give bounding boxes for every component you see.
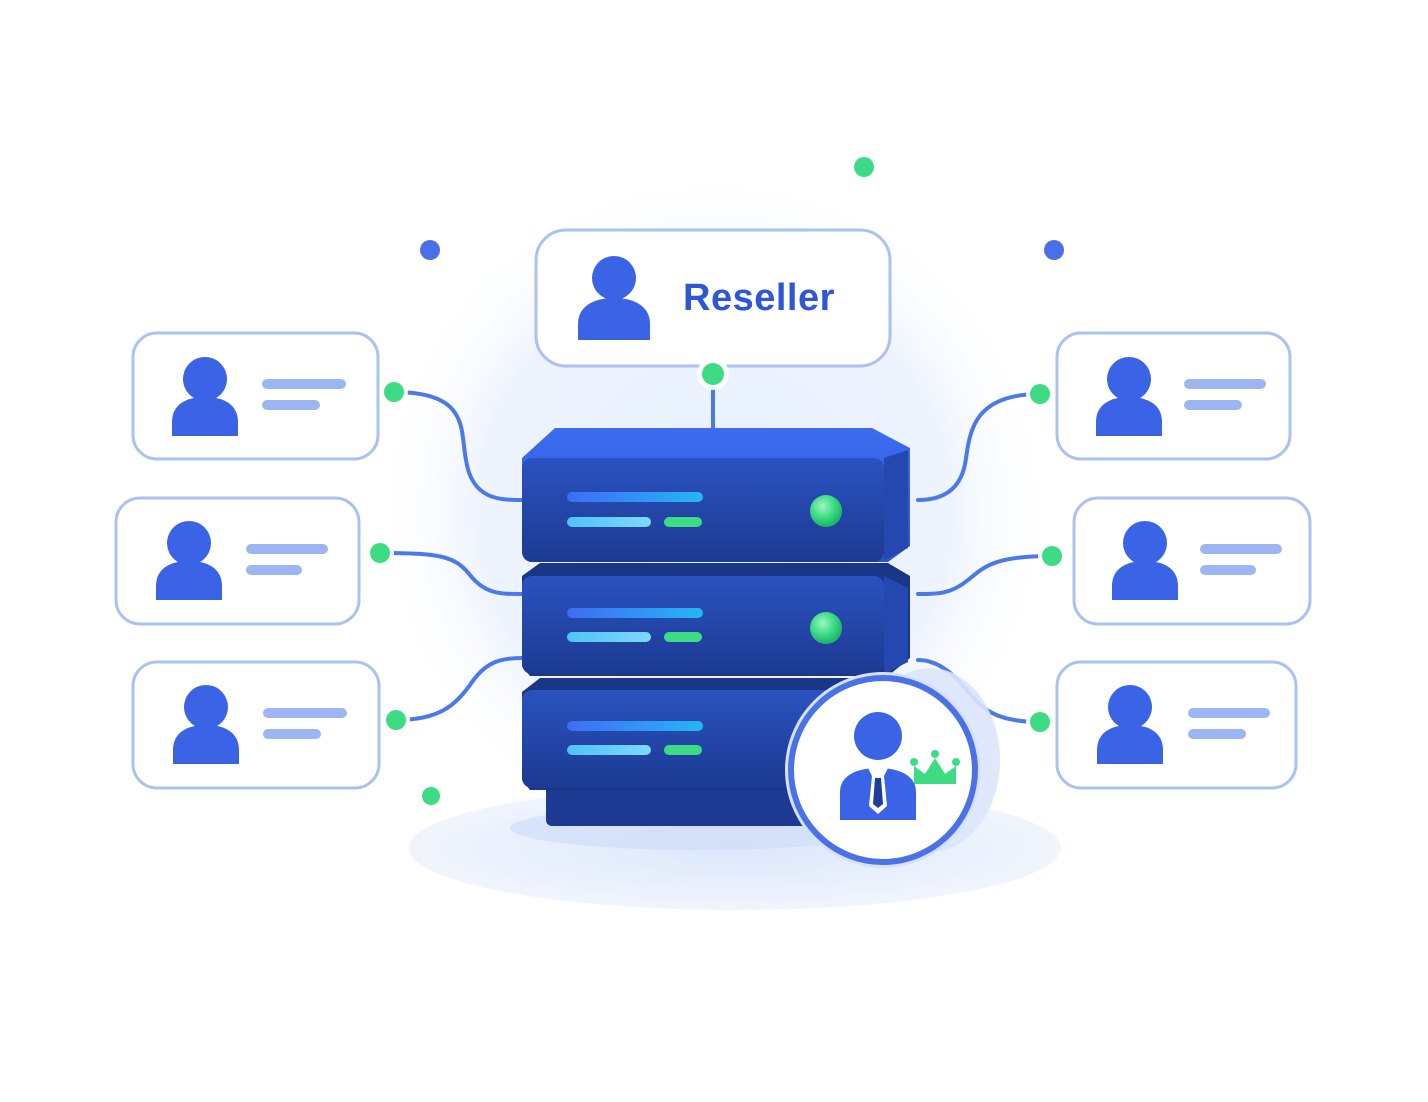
- connector-node: [702, 363, 724, 385]
- placeholder-line: [246, 544, 328, 554]
- server-unit: [522, 428, 910, 562]
- status-bar: [567, 745, 651, 755]
- client-card: [1055, 331, 1292, 461]
- server-unit: [522, 563, 910, 676]
- status-bar: [664, 745, 702, 755]
- connector-line: [916, 392, 1042, 502]
- client-card: [1072, 496, 1312, 626]
- user-icon: [1097, 685, 1163, 764]
- user-icon: [1096, 357, 1162, 436]
- user-icon: [156, 521, 222, 600]
- reseller-label: Reseller: [683, 277, 835, 319]
- connector-node: [1030, 384, 1050, 404]
- decor-dot-blue: [1044, 240, 1064, 260]
- reseller-card: Reseller: [534, 228, 892, 368]
- status-bar: [567, 632, 651, 642]
- connector-nodes: [366, 358, 1066, 736]
- decor-dot-green: [422, 787, 440, 805]
- status-bar: [664, 632, 702, 642]
- client-card: [1055, 660, 1298, 790]
- placeholder-line: [1200, 544, 1282, 554]
- connector-line: [394, 656, 524, 722]
- placeholder-line: [246, 565, 302, 575]
- user-icon: [172, 357, 238, 436]
- client-card: [114, 496, 361, 626]
- client-card: [131, 660, 381, 790]
- placeholder-line: [263, 708, 347, 718]
- connector-node: [384, 382, 404, 402]
- status-bar: [567, 517, 651, 527]
- connector-node: [370, 543, 390, 563]
- status-bar: [664, 517, 702, 527]
- placeholder-line: [262, 400, 320, 410]
- user-icon: [173, 685, 239, 764]
- connector-node: [1042, 546, 1062, 566]
- placeholder-line: [1188, 708, 1270, 718]
- status-bar: [567, 721, 703, 731]
- connector-line: [378, 551, 524, 596]
- user-icon: [1112, 521, 1178, 600]
- connector-node: [1030, 712, 1050, 732]
- placeholder-line: [1184, 400, 1242, 410]
- connector-node: [386, 710, 406, 730]
- admin-user-icon: [840, 712, 916, 820]
- placeholder-line: [262, 379, 346, 389]
- connector-line: [916, 554, 1054, 597]
- server-base: [546, 780, 846, 826]
- placeholder-line: [263, 729, 321, 739]
- placeholder-line: [1200, 565, 1256, 575]
- user-icon: [578, 256, 650, 340]
- crown-icon: [910, 750, 960, 784]
- status-led: [810, 495, 842, 527]
- connector-line: [392, 390, 524, 502]
- status-bar: [567, 492, 703, 502]
- decor-dot-blue: [420, 240, 440, 260]
- status-bar: [567, 608, 703, 618]
- placeholder-line: [1188, 729, 1246, 739]
- placeholder-line: [1184, 379, 1266, 389]
- admin-badge: [785, 668, 1000, 868]
- status-led: [810, 612, 842, 644]
- decor-dot-green: [854, 157, 874, 177]
- client-card: [131, 331, 380, 461]
